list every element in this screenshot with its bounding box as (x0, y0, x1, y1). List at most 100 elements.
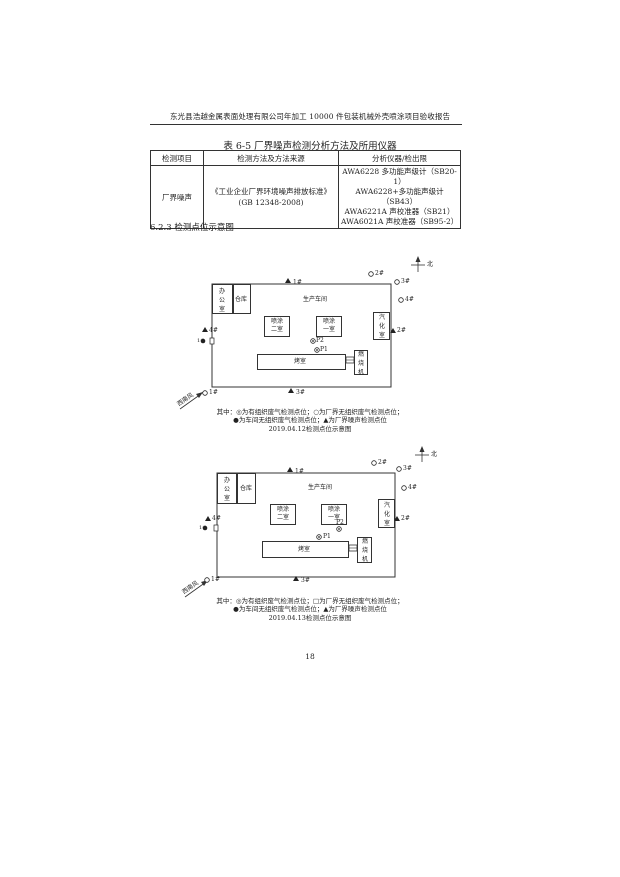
diagram-2-caption: 2019.04.13检测点位示意图 (268, 614, 352, 622)
warehouse-room (237, 473, 256, 504)
boundary-1-label: 1# (211, 576, 220, 583)
cell-instruments: AWA6228 多功能声级计（SB20-1） AWA6228+多功能声级计（SB… (338, 165, 461, 229)
diagram-2: 办公室 仓库 生产车间 喷涂二室 喷涂一室 汽化室 烤室 燃烧机 北 1# 2#… (181, 446, 438, 622)
spray-room-1-label: 喷涂一室 (327, 506, 340, 521)
instrument-2: AWA6228+多功能声级计（SB43） (355, 187, 444, 206)
boundary-2-label: 2# (378, 459, 387, 466)
stack-p2-label: P2 (336, 519, 344, 526)
wind-arrow-line (184, 581, 207, 598)
noise-point-3-icon (293, 576, 299, 581)
method-name: 《工业企业厂界环境噪声排放标准》 (211, 187, 331, 196)
section-title: 6.2.3 检测点位示意图 (150, 223, 234, 233)
noise-3-label: 3# (296, 389, 305, 396)
instrument-1: AWA6228 多功能声级计（SB20-1） (342, 167, 457, 186)
noise-2-label: 2# (397, 327, 406, 334)
noise-2-label: 2# (401, 515, 410, 522)
vapor-room (378, 499, 395, 528)
north-label: 北 (427, 261, 434, 268)
boundary-point-4-icon (401, 485, 407, 491)
boundary-point-1-icon (202, 390, 208, 396)
boundary-2-label: 2# (375, 270, 384, 277)
warehouse-label: 仓库 (235, 296, 248, 303)
instrument-4: AWA6021A 声校准器（SB95-2） (341, 217, 459, 226)
office-label: 办公室 (218, 288, 225, 313)
diagram-2-symbols (184, 446, 429, 598)
spray-room-1-label: 喷涂一室 (322, 318, 335, 333)
table-caption: 表 6-5 厂界噪声检测分析方法及所用仪器 (223, 141, 397, 152)
wind-arrow-line (179, 393, 202, 410)
noise-point-4-icon (202, 327, 208, 332)
boundary-point-2-icon (371, 460, 377, 466)
workshop-door-icon (209, 337, 215, 345)
page-number: 18 (305, 652, 315, 661)
legend-line-2: ●为车间无组织废气检测点位；▲为厂界噪声检测点位 (233, 416, 387, 424)
burner-room (357, 537, 372, 563)
diagram-1: 办公室 仓库 生产车间 喷涂二室 喷涂一室 汽化室 烤室 燃烧机 北 1# 2#… (176, 256, 434, 433)
wind-arrow-icon (196, 392, 203, 398)
noise-point-1-icon (285, 278, 291, 283)
plant-boundary (211, 283, 392, 388)
noise-point-2-icon (394, 516, 400, 521)
noise-3-label: 3# (301, 577, 310, 584)
diagram-1-caption: 2019.04.12检测点位示意图 (268, 425, 352, 433)
table-row: 厂界噪声 《工业企业厂界环境噪声排放标准》 (GB 12348-2008) AW… (150, 165, 461, 229)
vapor-room-label: 汽化室 (383, 502, 390, 527)
legend-line-1: 其中：◎为有组织废气检测点位；□为厂界无组织废气检测点位； (216, 597, 404, 605)
office-label: 办公室 (223, 477, 230, 502)
vapor-room (373, 312, 390, 340)
vapor-room-label: 汽化室 (378, 314, 385, 339)
oven-room (257, 354, 346, 370)
noise-1-label: 1# (293, 279, 302, 286)
north-label: 北 (431, 451, 438, 458)
burner-room (354, 350, 368, 375)
noise-point-2-icon (390, 328, 396, 333)
stack-p1-dot (316, 349, 318, 351)
noise-point-3-icon (288, 388, 294, 393)
stack-p2-label: P2 (316, 337, 324, 344)
burner-label: 燃烧机 (361, 538, 368, 563)
noise-point-1-icon (287, 467, 293, 472)
office-room (212, 284, 233, 314)
workshop-door-icon (213, 524, 219, 532)
burner-label: 燃烧机 (357, 351, 364, 376)
boundary-4-label: 4# (405, 296, 414, 303)
spray-room-1 (316, 316, 342, 337)
cell-method: 《工业企业厂界环境噪声排放标准》 (GB 12348-2008) (203, 165, 339, 229)
workshop-label: 生产车间 (303, 296, 328, 303)
boundary-4-label: 4# (408, 484, 417, 491)
boundary-point-4-icon (398, 297, 404, 303)
workshop-point-label: 1# (199, 525, 207, 531)
oven-label: 烤室 (294, 358, 307, 365)
oven-label: 烤室 (298, 546, 311, 553)
method-table: 检测项目 检测方法及方法来源 分析仪器/检出限 厂界噪声 《工业企业厂界环境噪声… (150, 150, 461, 229)
workshop-point-icon (200, 338, 206, 344)
stack-p2-dot (338, 528, 340, 530)
instrument-3: AWA6221A 声校准器（SB21） (344, 207, 455, 216)
stack-p1-label: P1 (320, 346, 328, 353)
boundary-point-2-icon (368, 271, 374, 277)
legend-line-1: 其中：◎为有组织废气检测点位；○为厂界无组织废气检测点位； (216, 408, 404, 416)
noise-point-4-icon (205, 516, 211, 521)
warehouse-label: 仓库 (240, 485, 253, 492)
noise-4-label: 4# (209, 327, 218, 334)
workshop-point-label: 1# (197, 338, 205, 344)
cell-item: 厂界噪声 (150, 165, 204, 229)
spray-room-2-label: 喷涂二室 (270, 318, 283, 333)
diagram-1-symbols (179, 256, 425, 410)
boundary-point-1-icon (204, 577, 210, 583)
warehouse-room (233, 284, 251, 314)
method-standard: (GB 12348-2008) (238, 198, 304, 207)
office-room (217, 473, 237, 504)
noise-4-label: 4# (212, 515, 221, 522)
spray-room-2 (264, 316, 290, 337)
boundary-3-label: 3# (401, 278, 410, 285)
north-arrow-icon (419, 446, 425, 452)
north-arrow-icon (415, 256, 421, 262)
spray-room-2 (270, 504, 296, 525)
stack-p1-dot (318, 536, 320, 538)
stack-p1-label: P1 (323, 533, 331, 540)
workshop-point-icon (202, 525, 208, 531)
boundary-point-3-icon (396, 466, 402, 472)
boundary-3-label: 3# (403, 465, 412, 472)
boundary-point-3-icon (394, 279, 400, 285)
